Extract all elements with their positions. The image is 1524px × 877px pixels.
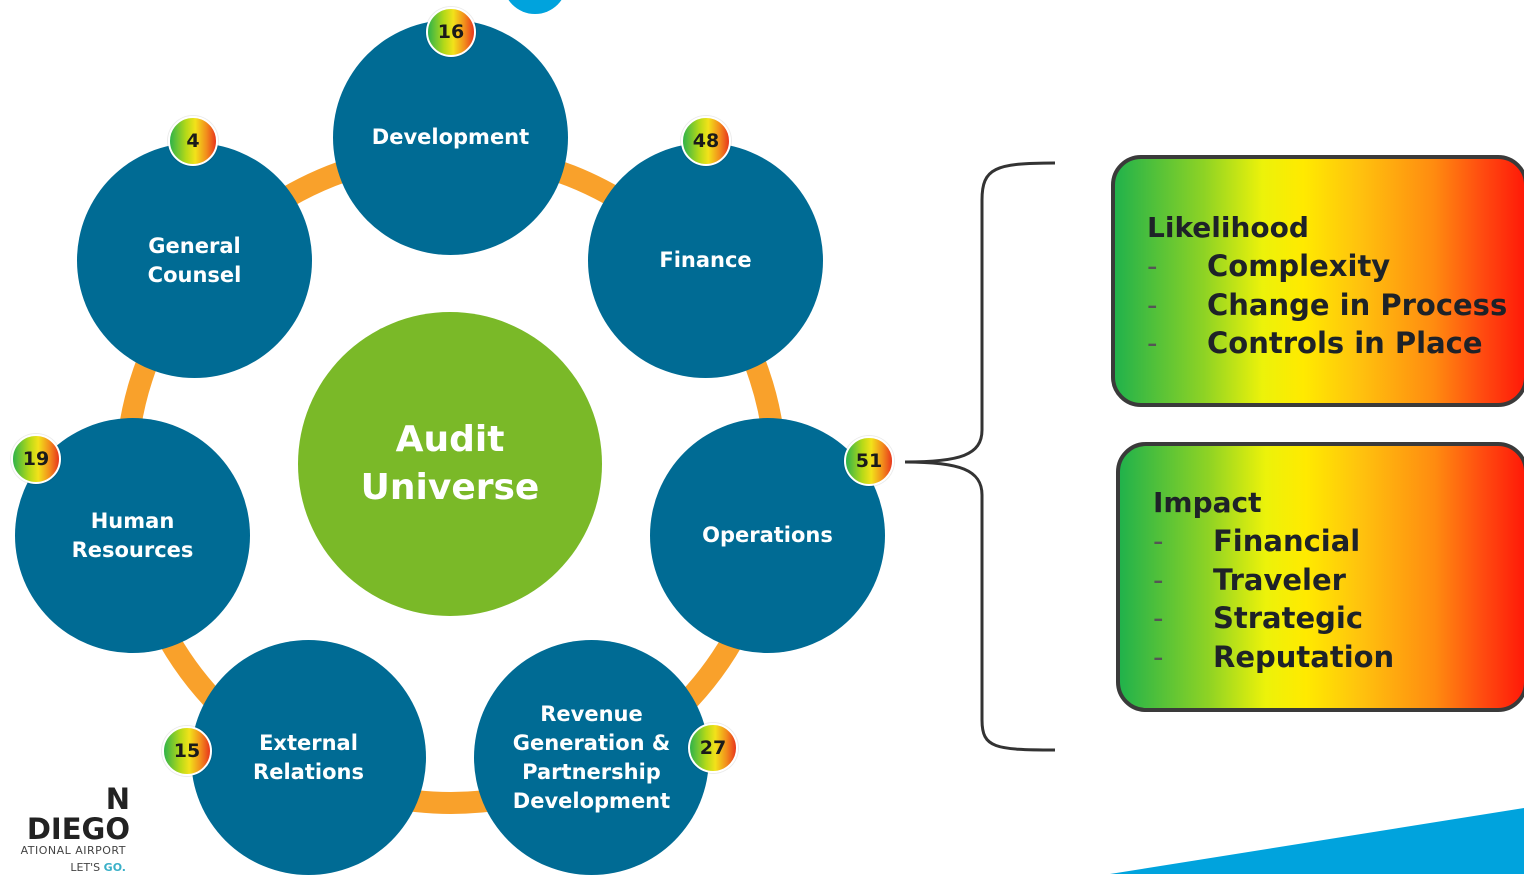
node-label: Relations [253,759,364,784]
node-label: Generation & [512,730,671,755]
node-label: General [148,233,241,258]
corner-accent [1110,808,1524,874]
bullet-dash: - [1153,639,1164,674]
bullet-dash: - [1147,287,1158,322]
center-title-line1: Audit [395,419,505,460]
list-item: -Controls in Place [1147,324,1524,363]
node-label: Revenue [540,701,643,726]
node-label: Operations [702,523,833,547]
list-item: -Financial [1153,522,1524,561]
node-label: Human [90,508,175,533]
likelihood-box: Likelihood -Complexity -Change in Proces… [1111,155,1524,407]
count-badge-finance: 48 [681,116,731,166]
node-label: Counsel [147,262,242,287]
node-label: Partnership [522,759,661,784]
node-label: Development [512,788,671,813]
bullet-dash: - [1153,601,1164,635]
node-label: Development [371,125,530,149]
logo-wordmark: N DIEGO [26,782,130,846]
count-badge-operations: 51 [844,436,894,486]
impact-heading: Impact [1153,486,1262,519]
list-item: -Strategic [1153,599,1524,638]
list-item: -Complexity [1147,247,1524,286]
logo-tagline: LET'S GO. [70,861,126,874]
node-development: Development [333,20,568,255]
bullet-dash: - [1153,524,1164,558]
likelihood-heading: Likelihood [1147,211,1309,244]
node-finance: Finance [588,143,823,378]
count-badge-external: 15 [162,726,212,776]
bullet-dash: - [1147,249,1158,283]
count-badge-human-resources: 19 [11,434,61,484]
node-label: Resources [71,537,194,562]
count-badge-general-counsel: 4 [168,116,218,166]
bullet-dash: - [1147,326,1158,360]
node-general-counsel: General Counsel [77,143,312,378]
count-badge-development: 16 [426,7,476,57]
list-item: -Traveler [1153,561,1524,600]
bracket [904,161,1056,752]
audit-universe-center: Audit Universe [298,312,602,616]
node-label: Finance [659,248,752,272]
node-label: External [259,730,358,755]
logo-subtitle: ATIONAL AIRPORT [20,844,126,857]
list-item: -Change in Process [1147,286,1524,325]
node-external-relations: External Relations [191,640,426,875]
likelihood-list: -Complexity -Change in Process -Controls… [1147,247,1524,363]
bullet-dash: - [1153,562,1164,597]
impact-box: Impact -Financial -Traveler -Strategic -… [1116,442,1524,712]
offscreen-node-edge [508,0,562,14]
list-item: -Reputation [1153,638,1524,677]
airport-logo: N DIEGO ATIONAL AIRPORT LET'S GO. [0,784,130,877]
impact-list: -Financial -Traveler -Strategic -Reputat… [1153,522,1524,676]
center-title-line2: Universe [360,467,540,508]
node-revenue-generation: Revenue Generation & Partnership Develop… [474,640,709,875]
count-badge-revenue: 27 [688,723,738,773]
